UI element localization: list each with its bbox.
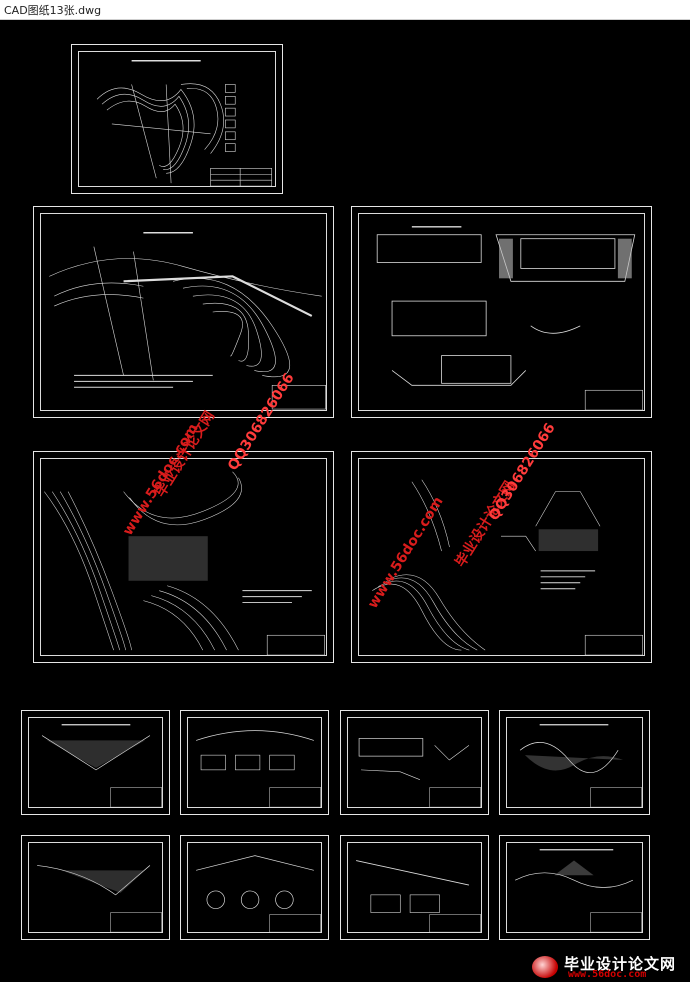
sheet-border — [506, 842, 643, 933]
sheet-border — [40, 213, 327, 411]
sheet-linework — [358, 738, 481, 808]
window-titlebar: CAD图纸13张.dwg — [0, 0, 690, 20]
sheet-linework — [44, 471, 325, 656]
sheet-linework — [519, 724, 642, 808]
sheet-border — [506, 717, 643, 808]
drawing-sheet-3[interactable] — [351, 206, 652, 418]
drawing-sheet-1[interactable] — [71, 44, 283, 194]
sheet-border — [28, 717, 163, 808]
drawing-sheet-6[interactable] — [21, 710, 170, 815]
sheet-linework — [37, 865, 162, 933]
sheet-border — [187, 717, 322, 808]
sheet-border — [347, 842, 482, 933]
sheet-linework — [196, 855, 321, 933]
sheet-border — [78, 51, 276, 187]
sheet-linework — [376, 226, 643, 411]
logo-name: 毕业设计论文网 — [564, 955, 677, 973]
sheet-border — [28, 842, 163, 933]
drawing-sheet-13[interactable] — [499, 835, 650, 940]
drawing-sheet-2[interactable] — [33, 206, 334, 418]
drawing-sheet-10[interactable] — [21, 835, 170, 940]
site-logo: 毕业设计论文网 www.56doc.com — [528, 952, 690, 982]
drawing-sheet-7[interactable] — [180, 710, 329, 815]
sheet-linework — [49, 232, 326, 410]
drawing-sheet-5[interactable] — [351, 451, 652, 663]
sheet-border — [358, 213, 645, 411]
sheet-border — [358, 458, 645, 656]
drawing-sheet-11[interactable] — [180, 835, 329, 940]
sheet-border — [187, 842, 322, 933]
drawing-sheet-4[interactable] — [33, 451, 334, 663]
window-title: CAD图纸13张.dwg — [4, 4, 102, 17]
sheet-linework — [196, 730, 321, 808]
sheet-linework — [96, 60, 273, 187]
sheet-linework — [356, 860, 481, 933]
drawing-sheet-8[interactable] — [340, 710, 489, 815]
drawing-sheet-9[interactable] — [499, 710, 650, 815]
drawing-sheet-12[interactable] — [340, 835, 489, 940]
drawing-canvas[interactable]: 毕业设计论文网 www.56doc.com QQ306826066 毕业设计论文… — [0, 20, 690, 982]
sheet-border — [347, 717, 482, 808]
logo-emblem-icon — [532, 956, 558, 978]
logo-url: www.56doc.com — [568, 969, 647, 980]
sheet-linework — [41, 724, 162, 808]
sheet-border — [40, 458, 327, 656]
sheet-linework — [514, 849, 642, 933]
sheet-linework — [372, 479, 643, 656]
